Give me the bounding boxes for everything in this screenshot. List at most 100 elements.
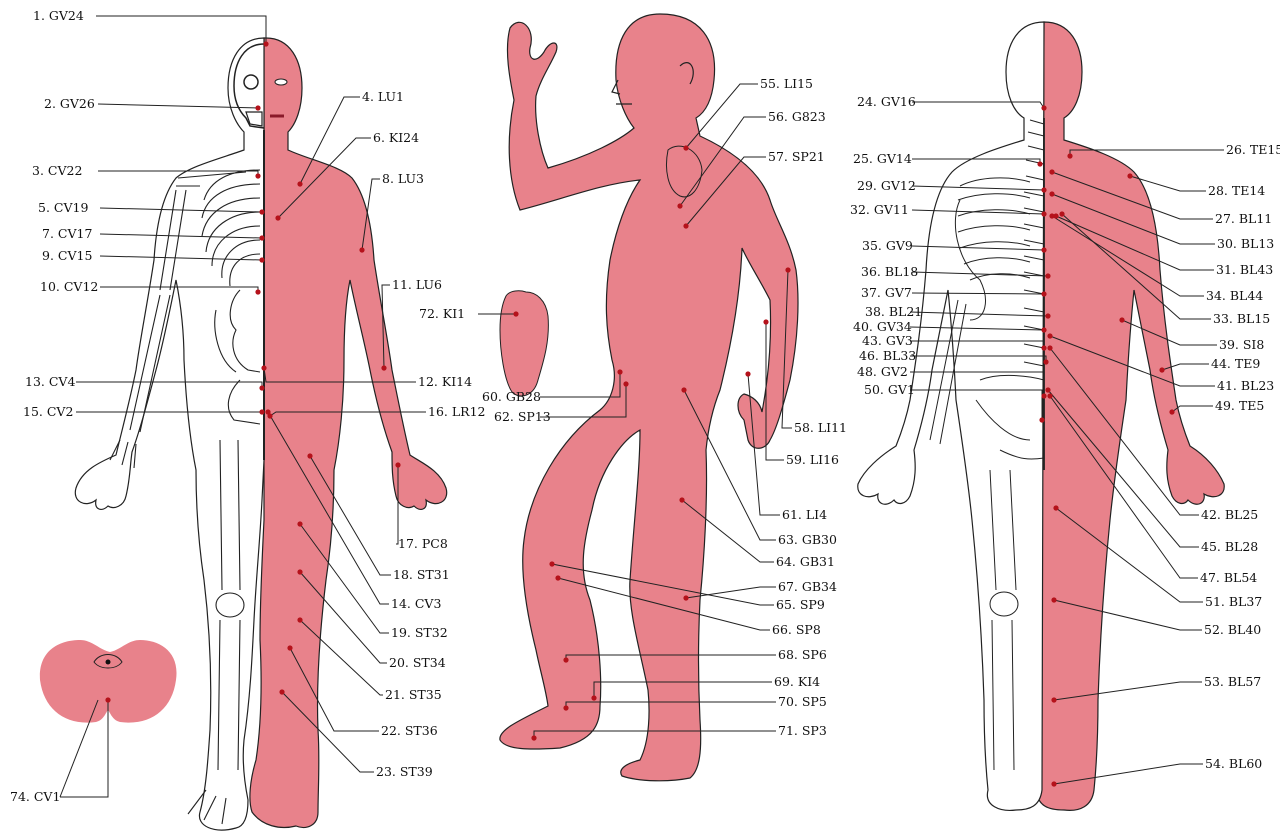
point-label-p68: 68. SP6 (778, 648, 827, 662)
acupoint-dot-p48 (1041, 393, 1046, 398)
point-label-p66: 66. SP8 (772, 623, 821, 637)
point-label-p59: 59. LI16 (786, 453, 839, 467)
acupoint-dot-p74 (105, 697, 110, 702)
acupoint-dot-p41 (1047, 333, 1052, 338)
point-label-p18: 18. ST31 (393, 568, 450, 582)
leader-line-p39 (1122, 320, 1217, 345)
acupoint-dot-p17 (395, 462, 400, 467)
acupoint-dot-p38 (1045, 313, 1050, 318)
acupoint-dot-p13 (259, 385, 264, 390)
acupoint-dot-p9 (259, 257, 264, 262)
point-label-p63: 63. GB30 (778, 533, 837, 547)
acupoint-dot-p64 (679, 497, 684, 502)
acupoint-dot-p67 (683, 595, 688, 600)
leader-line-p60 (540, 372, 620, 397)
point-label-p32: 32. GV11 (850, 203, 909, 217)
point-label-p10: 10. CV12 (40, 280, 98, 294)
point-label-p6: 6. KI24 (373, 131, 419, 145)
point-label-p40: 40. GV34 (853, 320, 912, 334)
acupoint-dot-p19 (297, 521, 302, 526)
acupoint-dot-p61 (745, 371, 750, 376)
point-label-p15: 15. CV2 (23, 405, 73, 419)
acupoint-dot-p22 (287, 645, 292, 650)
acupoint-dot-p51 (1053, 505, 1058, 510)
acupoint-dot-p44 (1159, 367, 1164, 372)
point-label-p44: 44. TE9 (1211, 357, 1260, 371)
point-label-p52: 52. BL40 (1204, 623, 1261, 637)
acupoint-dot-p18 (307, 453, 312, 458)
point-label-p7: 7. CV17 (42, 227, 92, 241)
acupoint-dot-p72 (513, 311, 518, 316)
acupoint-dot-p39 (1119, 317, 1124, 322)
acupoint-dot-p69 (591, 695, 596, 700)
back-skeleton-outline (858, 22, 1044, 810)
point-label-p47: 47. BL54 (1200, 571, 1257, 585)
point-label-p38: 38. BL21 (865, 305, 922, 319)
acupoint-dot-p35 (1041, 247, 1046, 252)
acupoint-dot-p43 (1041, 345, 1046, 350)
point-label-p27: 27. BL11 (1215, 212, 1272, 226)
point-label-p35: 35. GV9 (862, 239, 913, 253)
point-label-p50: 50. GV1 (864, 383, 915, 397)
acupoint-dot-p24 (1041, 105, 1046, 110)
point-label-p30: 30. BL13 (1217, 237, 1274, 251)
point-label-p53: 53. BL57 (1204, 675, 1261, 689)
point-label-p28: 28. TE14 (1208, 184, 1265, 198)
acupoint-dot-p52 (1051, 597, 1056, 602)
acupoint-dot-p30 (1049, 191, 1054, 196)
acupoint-dot-p4 (297, 181, 302, 186)
point-label-p74: 74. CV1 (10, 790, 60, 804)
point-label-p29: 29. GV12 (857, 179, 916, 193)
acupoint-dot-p32 (1041, 211, 1046, 216)
acupoint-dot-p50 (1039, 417, 1044, 422)
acupoint-dot-p5 (259, 209, 264, 214)
acupoint-dot-p8 (359, 247, 364, 252)
acupoint-dot-p60 (617, 369, 622, 374)
acupoint-dot-p68 (563, 657, 568, 662)
acupoint-dot-p1 (263, 41, 268, 46)
acupoint-dot-p70 (563, 705, 568, 710)
acupoint-dot-p62 (623, 381, 628, 386)
acupoint-dot-p40 (1041, 327, 1046, 332)
point-label-p19: 19. ST32 (391, 626, 448, 640)
point-label-p65: 65. SP9 (776, 598, 825, 612)
point-label-p58: 58. LI11 (794, 421, 847, 435)
point-label-p49: 49. TE5 (1215, 399, 1264, 413)
point-label-p64: 64. GB31 (776, 555, 835, 569)
point-label-p26: 26. TE15 (1226, 143, 1280, 157)
point-label-p39: 39. SI8 (1219, 338, 1264, 352)
acupoint-dot-p26 (1067, 153, 1072, 158)
point-label-p20: 20. ST34 (389, 656, 446, 670)
point-label-p41: 41. BL23 (1217, 379, 1274, 393)
point-label-p36: 36. BL18 (861, 265, 918, 279)
point-label-p11: 11. LU6 (392, 278, 442, 292)
acupoint-dot-p42 (1047, 345, 1052, 350)
point-label-p2: 2. GV26 (44, 97, 95, 111)
acupoint-dot-p33 (1059, 211, 1064, 216)
point-label-p43: 43. GV3 (862, 334, 913, 348)
point-label-p3: 3. CV22 (32, 164, 82, 178)
point-label-p69: 69. KI4 (774, 675, 820, 689)
point-label-p61: 61. LI4 (782, 508, 827, 522)
point-label-p72: 72. KI1 (419, 307, 465, 321)
point-label-p16: 16. LR12 (428, 405, 485, 419)
point-label-p55: 55. LI15 (760, 77, 813, 91)
acupoint-dot-p3 (255, 173, 260, 178)
acupoint-dot-p21 (297, 617, 302, 622)
point-label-p60: 60. GB28 (482, 390, 541, 404)
acupoint-dot-p11 (381, 365, 386, 370)
point-label-p56: 56. G823 (768, 110, 826, 124)
point-label-p23: 23. ST39 (376, 765, 433, 779)
acupoint-dot-p29 (1041, 187, 1046, 192)
acupoint-dot-p54 (1051, 781, 1056, 786)
acupoint-dot-p27 (1049, 169, 1054, 174)
acupoint-dot-p6 (275, 215, 280, 220)
point-label-p62: 62. SP13 (494, 410, 551, 424)
point-label-p37: 37. GV7 (861, 286, 912, 300)
point-label-p57: 57. SP21 (768, 150, 825, 164)
point-label-p1: 1. GV24 (33, 9, 84, 23)
acupoint-dot-p49 (1169, 409, 1174, 414)
point-label-p4: 4. LU1 (362, 90, 404, 104)
